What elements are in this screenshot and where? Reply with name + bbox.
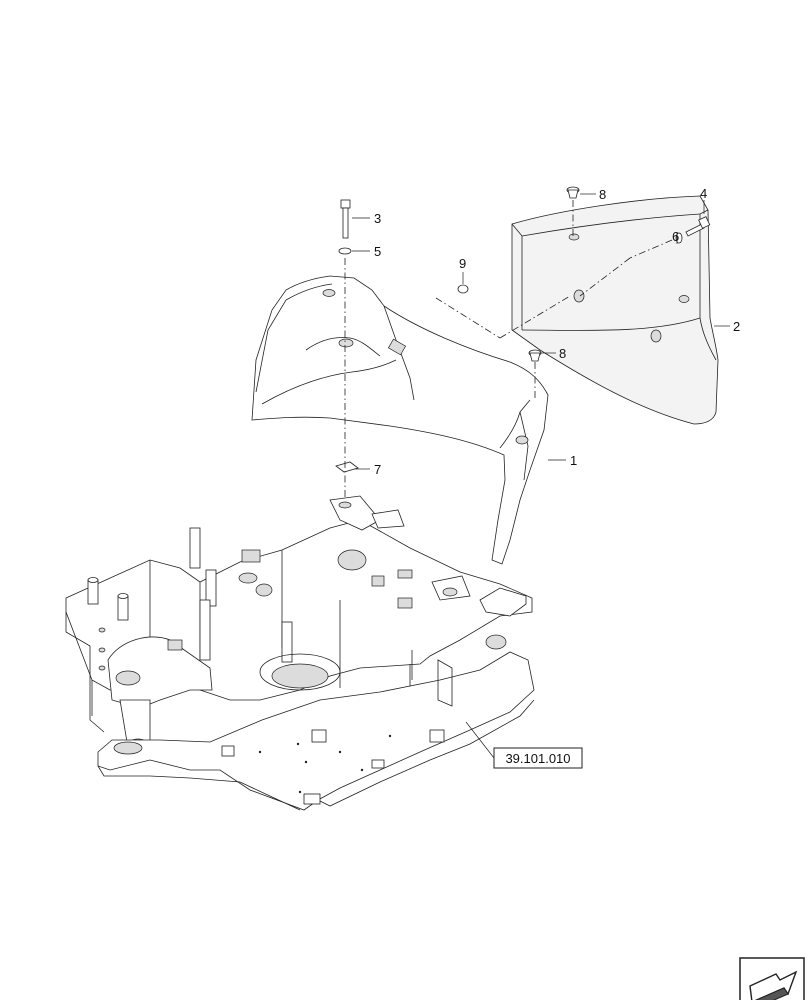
- reference-label: 39.101.010: [505, 751, 570, 766]
- reference-box[interactable]: 39.101.010: [493, 747, 583, 769]
- callout-4: 4: [700, 186, 707, 201]
- callout-8-top: 8: [599, 187, 606, 202]
- base-plate-part: [97, 650, 535, 811]
- callout-3: 3: [374, 211, 381, 226]
- leader-lines: [352, 193, 730, 759]
- callout-5: 5: [374, 244, 381, 259]
- washer-7-part: [335, 461, 359, 473]
- callout-1: 1: [570, 453, 577, 468]
- callout-2: 2: [733, 319, 740, 334]
- counterweight-part: [511, 195, 719, 425]
- callout-8-lower: 8: [559, 346, 566, 361]
- callout-9: 9: [459, 256, 466, 271]
- washer-9-part: [457, 284, 469, 294]
- bolt-4-part: [685, 216, 711, 237]
- washer-5-part: [338, 247, 352, 255]
- callout-6: 6: [672, 229, 679, 244]
- upper-frame-part: [65, 495, 533, 761]
- cover-part: [251, 275, 549, 565]
- plug-8-top-part: [566, 186, 580, 199]
- callout-labels: 1 2 3 4 5 6 7 8 8 9: [374, 186, 740, 477]
- callout-7: 7: [374, 462, 381, 477]
- plug-8-lower-part: [528, 349, 542, 362]
- center-lines: [344, 200, 673, 500]
- hardware-items: [335, 186, 711, 473]
- washer-6-part: [675, 232, 683, 244]
- bolt-3-part: [340, 199, 351, 239]
- next-page-arrow-icon[interactable]: [739, 957, 805, 1000]
